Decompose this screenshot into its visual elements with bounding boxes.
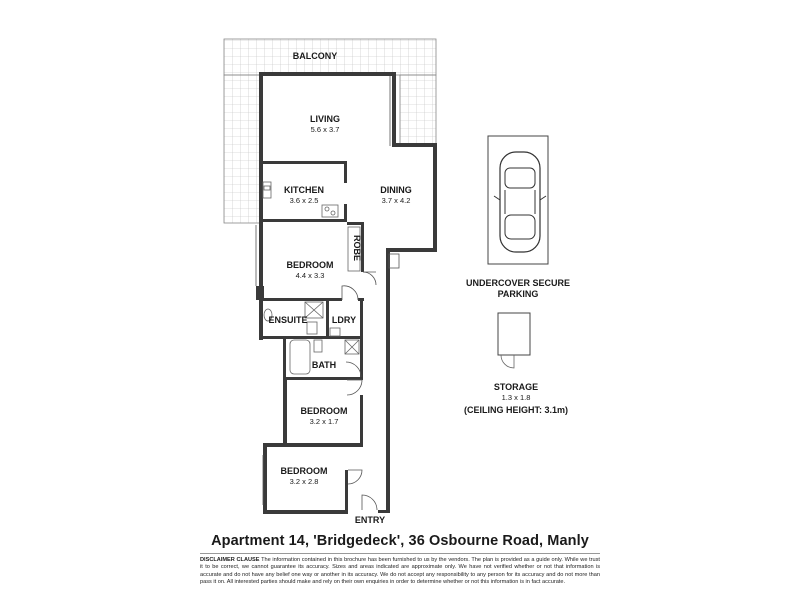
disclaimer-text: The information contained in this brochu… bbox=[200, 557, 600, 585]
living-label: LIVING bbox=[310, 114, 340, 124]
bedroom3-size: 3.2 x 2.8 bbox=[290, 477, 319, 486]
storage-cage bbox=[497, 312, 531, 369]
bedroom2-size: 3.2 x 1.7 bbox=[310, 417, 339, 426]
divider bbox=[200, 553, 600, 554]
parking-label-line2: PARKING bbox=[498, 289, 539, 299]
storage-size: 1.3 x 1.8 bbox=[502, 393, 531, 402]
bedroom1-size: 4.4 x 3.3 bbox=[296, 271, 325, 280]
bedroom2-label: BEDROOM bbox=[301, 406, 348, 416]
fixtures bbox=[262, 181, 361, 375]
windows bbox=[255, 76, 391, 505]
parking-label-line1: UNDERCOVER SECURE bbox=[466, 278, 570, 288]
balcony-label: BALCONY bbox=[293, 51, 338, 61]
disclaimer-heading: DISCLAIMER CLAUSE bbox=[200, 557, 260, 563]
kitchen-label: KITCHEN bbox=[284, 185, 324, 195]
entry-label: ENTRY bbox=[355, 515, 385, 525]
bedroom3-label: BEDROOM bbox=[281, 466, 328, 476]
dining-label: DINING bbox=[380, 185, 412, 195]
disclaimer: DISCLAIMER CLAUSE The information contai… bbox=[200, 557, 600, 586]
balcony-area bbox=[223, 38, 437, 224]
bath-label: BATH bbox=[312, 360, 336, 370]
ceiling-height: (CEILING HEIGHT: 3.1m) bbox=[464, 405, 568, 415]
living-size: 5.6 x 3.7 bbox=[311, 125, 340, 134]
property-address: Apartment 14, 'Bridgedeck', 36 Osbourne … bbox=[211, 533, 589, 549]
apartment-walls bbox=[256, 72, 437, 514]
kitchen-size: 3.6 x 2.5 bbox=[290, 196, 319, 205]
ensuite-label: ENSUITE bbox=[268, 315, 307, 325]
parking-bay bbox=[487, 135, 549, 265]
dining-size: 3.7 x 4.2 bbox=[382, 196, 411, 205]
doors bbox=[341, 253, 400, 511]
storage-label: STORAGE bbox=[494, 382, 538, 392]
robe-label: ROBE bbox=[352, 235, 362, 261]
bedroom1-label: BEDROOM bbox=[287, 260, 334, 270]
laundry-label: LDRY bbox=[332, 315, 356, 325]
car-icon bbox=[493, 151, 547, 253]
